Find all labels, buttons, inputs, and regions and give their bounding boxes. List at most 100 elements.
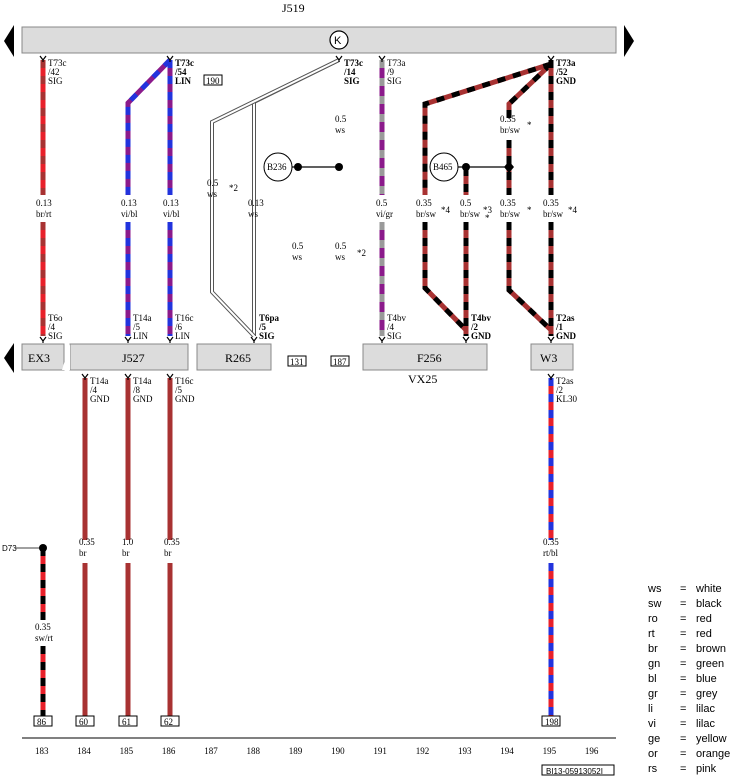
legend-row: rt=red [648, 627, 738, 642]
top-pin-label: SIG [344, 76, 360, 86]
legend-code: rt [648, 628, 655, 640]
pin-arrow-icon [250, 336, 258, 343]
ref-box [33, 715, 53, 727]
wire-size-label: 0.13 [36, 198, 52, 208]
column-number: 193 [458, 746, 472, 756]
wire-color-label: br/sw [543, 209, 564, 219]
legend-code: ro [648, 613, 658, 625]
legend-row: vi=lilac [648, 717, 738, 732]
f256-box [362, 343, 488, 371]
wire-color-label: br [164, 548, 172, 558]
mid-pin-label: /5 [258, 322, 267, 332]
footnote-mark: *2 [229, 183, 238, 193]
wire-size-label: 0.35 [500, 114, 516, 124]
r265-box [196, 343, 272, 371]
top-pin-label: /42 [48, 67, 60, 77]
top-pin-label: T73c [48, 58, 67, 68]
bottom-pin-label: GND [90, 394, 110, 404]
mid-pin-label: T6pa [259, 313, 280, 323]
wire-size-label: 0.13 [163, 198, 179, 208]
pin-arrow-icon [547, 55, 555, 62]
legend-code: sw [648, 598, 662, 610]
mid-pin-label: SIG [48, 331, 63, 341]
legend-code: bl [648, 673, 657, 685]
wire-size-label: 0.35 [500, 198, 516, 208]
wire-187-ws [210, 58, 340, 338]
legend-name: white [696, 583, 722, 595]
legend-code: or [648, 748, 658, 760]
legend-row: ge=yellow [648, 732, 738, 747]
legend-name: green [696, 658, 725, 670]
top-pin-label: /52 [555, 67, 568, 77]
f256-label: F256 [417, 351, 442, 365]
top-pin-label: LIN [175, 76, 192, 86]
bar-arrow-right-icon[interactable] [624, 25, 634, 57]
column-number: 192 [416, 746, 430, 756]
bottom-pin-label: /5 [175, 385, 183, 395]
legend-name: red [696, 628, 712, 640]
wire-size-label: 0.35 [543, 198, 559, 208]
top-pin-label: T73c [344, 58, 363, 68]
footer-code-box [541, 764, 615, 776]
legend-row: ro=red [648, 612, 738, 627]
pin-arrow-icon [166, 55, 174, 62]
wire-size-label: 0.35 [164, 537, 180, 547]
mid-pin-label: LIN [175, 331, 190, 341]
column-number: 187 [204, 746, 218, 756]
wire-size-label: 0.13 [248, 198, 264, 208]
mid-pin-label: T6o [48, 313, 63, 323]
vx25-label: VX25 [408, 372, 437, 386]
legend-row: bl=blue [648, 672, 738, 687]
legend-equals: = [680, 643, 687, 655]
bar-arrow-left-icon[interactable] [4, 25, 14, 57]
legend-row: or=orange [648, 747, 738, 762]
legend-name: orange [696, 748, 731, 760]
top-pin-label: SIG [387, 76, 402, 86]
legend-code: br [648, 643, 658, 655]
wire-color-label: vi/bl [163, 209, 180, 219]
bottom-pin-label: T14a [90, 376, 109, 386]
b465-label: B465 [433, 162, 453, 172]
wire-size-label: 0.5 [335, 241, 347, 251]
top-pin-label: T73a [556, 58, 576, 68]
wire-color-label: br/sw [416, 209, 437, 219]
bottom-pin-label: T14a [133, 376, 152, 386]
wire-color-label: br/rt [36, 209, 52, 219]
j519-title: J519 [282, 1, 305, 15]
legend-equals: = [680, 583, 687, 595]
ref-190-text: 190 [206, 76, 220, 86]
legend-code: gr [648, 688, 658, 700]
legend-equals: = [680, 763, 687, 775]
legend-name: blue [696, 673, 717, 685]
column-number: 195 [543, 746, 557, 756]
column-number: 188 [247, 746, 261, 756]
wire-size-label: 0.5 [460, 198, 472, 208]
legend-equals: = [680, 733, 687, 745]
wire-size-label: 0.5 [292, 241, 304, 251]
legend-row: rs=pink [648, 762, 738, 777]
ref-box-190 [203, 74, 223, 86]
bottom-pin-label: T2as [556, 376, 574, 386]
wire-size-label: 0.35 [79, 537, 95, 547]
bottom-pin-label: /8 [133, 385, 141, 395]
mid-pin-label: /6 [175, 322, 183, 332]
top-pin-label: SIG [48, 76, 63, 86]
ref-box-131 [287, 355, 307, 367]
pin-arrow-icon [166, 336, 174, 343]
legend-equals: = [680, 598, 687, 610]
row-arrow-left-icon[interactable] [4, 343, 14, 373]
top-pin-label: T73a [387, 58, 406, 68]
pin-arrow-icon [547, 336, 555, 343]
mid-pin-label: /1 [555, 322, 564, 332]
wire-color-label: vi/bl [121, 209, 138, 219]
pin-arrow-icon [39, 55, 47, 62]
ref-box-text: 198 [545, 717, 559, 727]
mid-pin-label: /2 [470, 322, 479, 332]
top-pin-label: T73c [175, 58, 194, 68]
wire-color-label: br/sw [460, 209, 481, 219]
mid-pin-label: /4 [387, 322, 395, 332]
bottom-pin-label: /4 [90, 385, 98, 395]
wire-188-ws [252, 58, 340, 336]
